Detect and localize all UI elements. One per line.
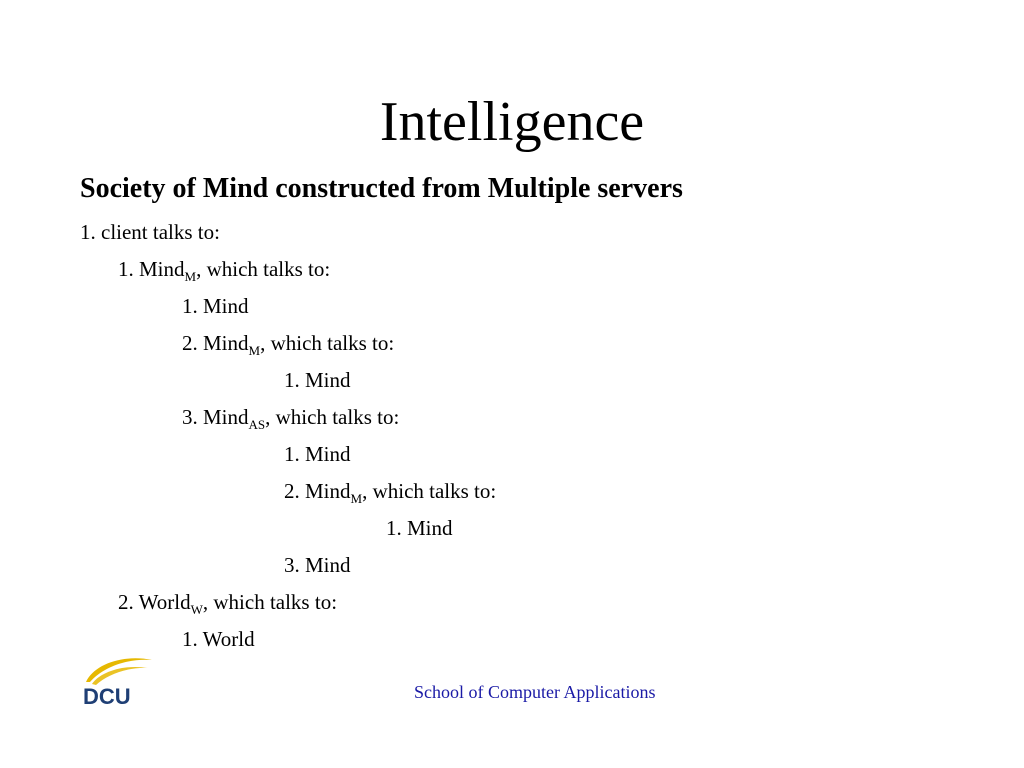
outline-item: 1. Mind (386, 514, 453, 542)
outline-item-subscript: AS (248, 417, 266, 432)
outline-item: 1. client talks to: (80, 218, 220, 246)
outline-item-subscript: M (248, 343, 261, 358)
outline-item-text: 2. Mind (182, 331, 249, 355)
outline-item: 1. World (182, 625, 255, 653)
outline-item-suffix: , which talks to: (202, 590, 338, 614)
outline-item: 1. Mind (182, 292, 249, 320)
outline-item-text: 1. Mind (284, 368, 351, 392)
outline-item-text: 1. Mind (386, 516, 453, 540)
outline-item-text: 3. Mind (284, 553, 351, 577)
outline-item-text: 1. client talks to: (80, 220, 220, 244)
logo-swoosh-inner (92, 666, 148, 685)
outline-item-text: 1. Mind (284, 442, 351, 466)
outline-item-suffix: , which talks to: (265, 405, 400, 429)
outline-item: 1. Mind (284, 366, 351, 394)
outline-item-subscript: W (190, 602, 203, 617)
outline-item-text: 1. Mind (118, 257, 185, 281)
outline-item-suffix: , which talks to: (362, 479, 497, 503)
slide-subtitle: Society of Mind constructed from Multipl… (80, 173, 683, 204)
outline-item-text: 1. Mind (182, 294, 249, 318)
outline-item: 1. MindM, which talks to: (118, 255, 330, 283)
slide-title: Intelligence (379, 91, 645, 153)
outline-item-text: 1. World (182, 627, 255, 651)
outline-item: 2. MindM, which talks to: (284, 477, 496, 505)
outline-item-suffix: , which talks to: (196, 257, 331, 281)
outline-item: 1. Mind (284, 440, 351, 468)
outline-item: 2. MindM, which talks to: (182, 329, 394, 357)
outline-item: 3. MindAS, which talks to: (182, 403, 399, 431)
footer-text: School of Computer Applications (414, 682, 656, 702)
outline-item-text: 3. Mind (182, 405, 249, 429)
outline-item-suffix: , which talks to: (260, 331, 395, 355)
outline-item-subscript: M (350, 491, 363, 506)
dcu-logo: DCU (83, 658, 152, 708)
outline-item: 2. WorldW, which talks to: (118, 588, 337, 616)
logo-text: DCU (83, 684, 131, 708)
outline-item-subscript: M (184, 269, 197, 284)
outline-item-text: 2. Mind (284, 479, 351, 503)
outline-item: 3. Mind (284, 551, 351, 579)
logo-swoosh-outer (86, 658, 152, 682)
outline-item-text: 2. World (118, 590, 191, 614)
